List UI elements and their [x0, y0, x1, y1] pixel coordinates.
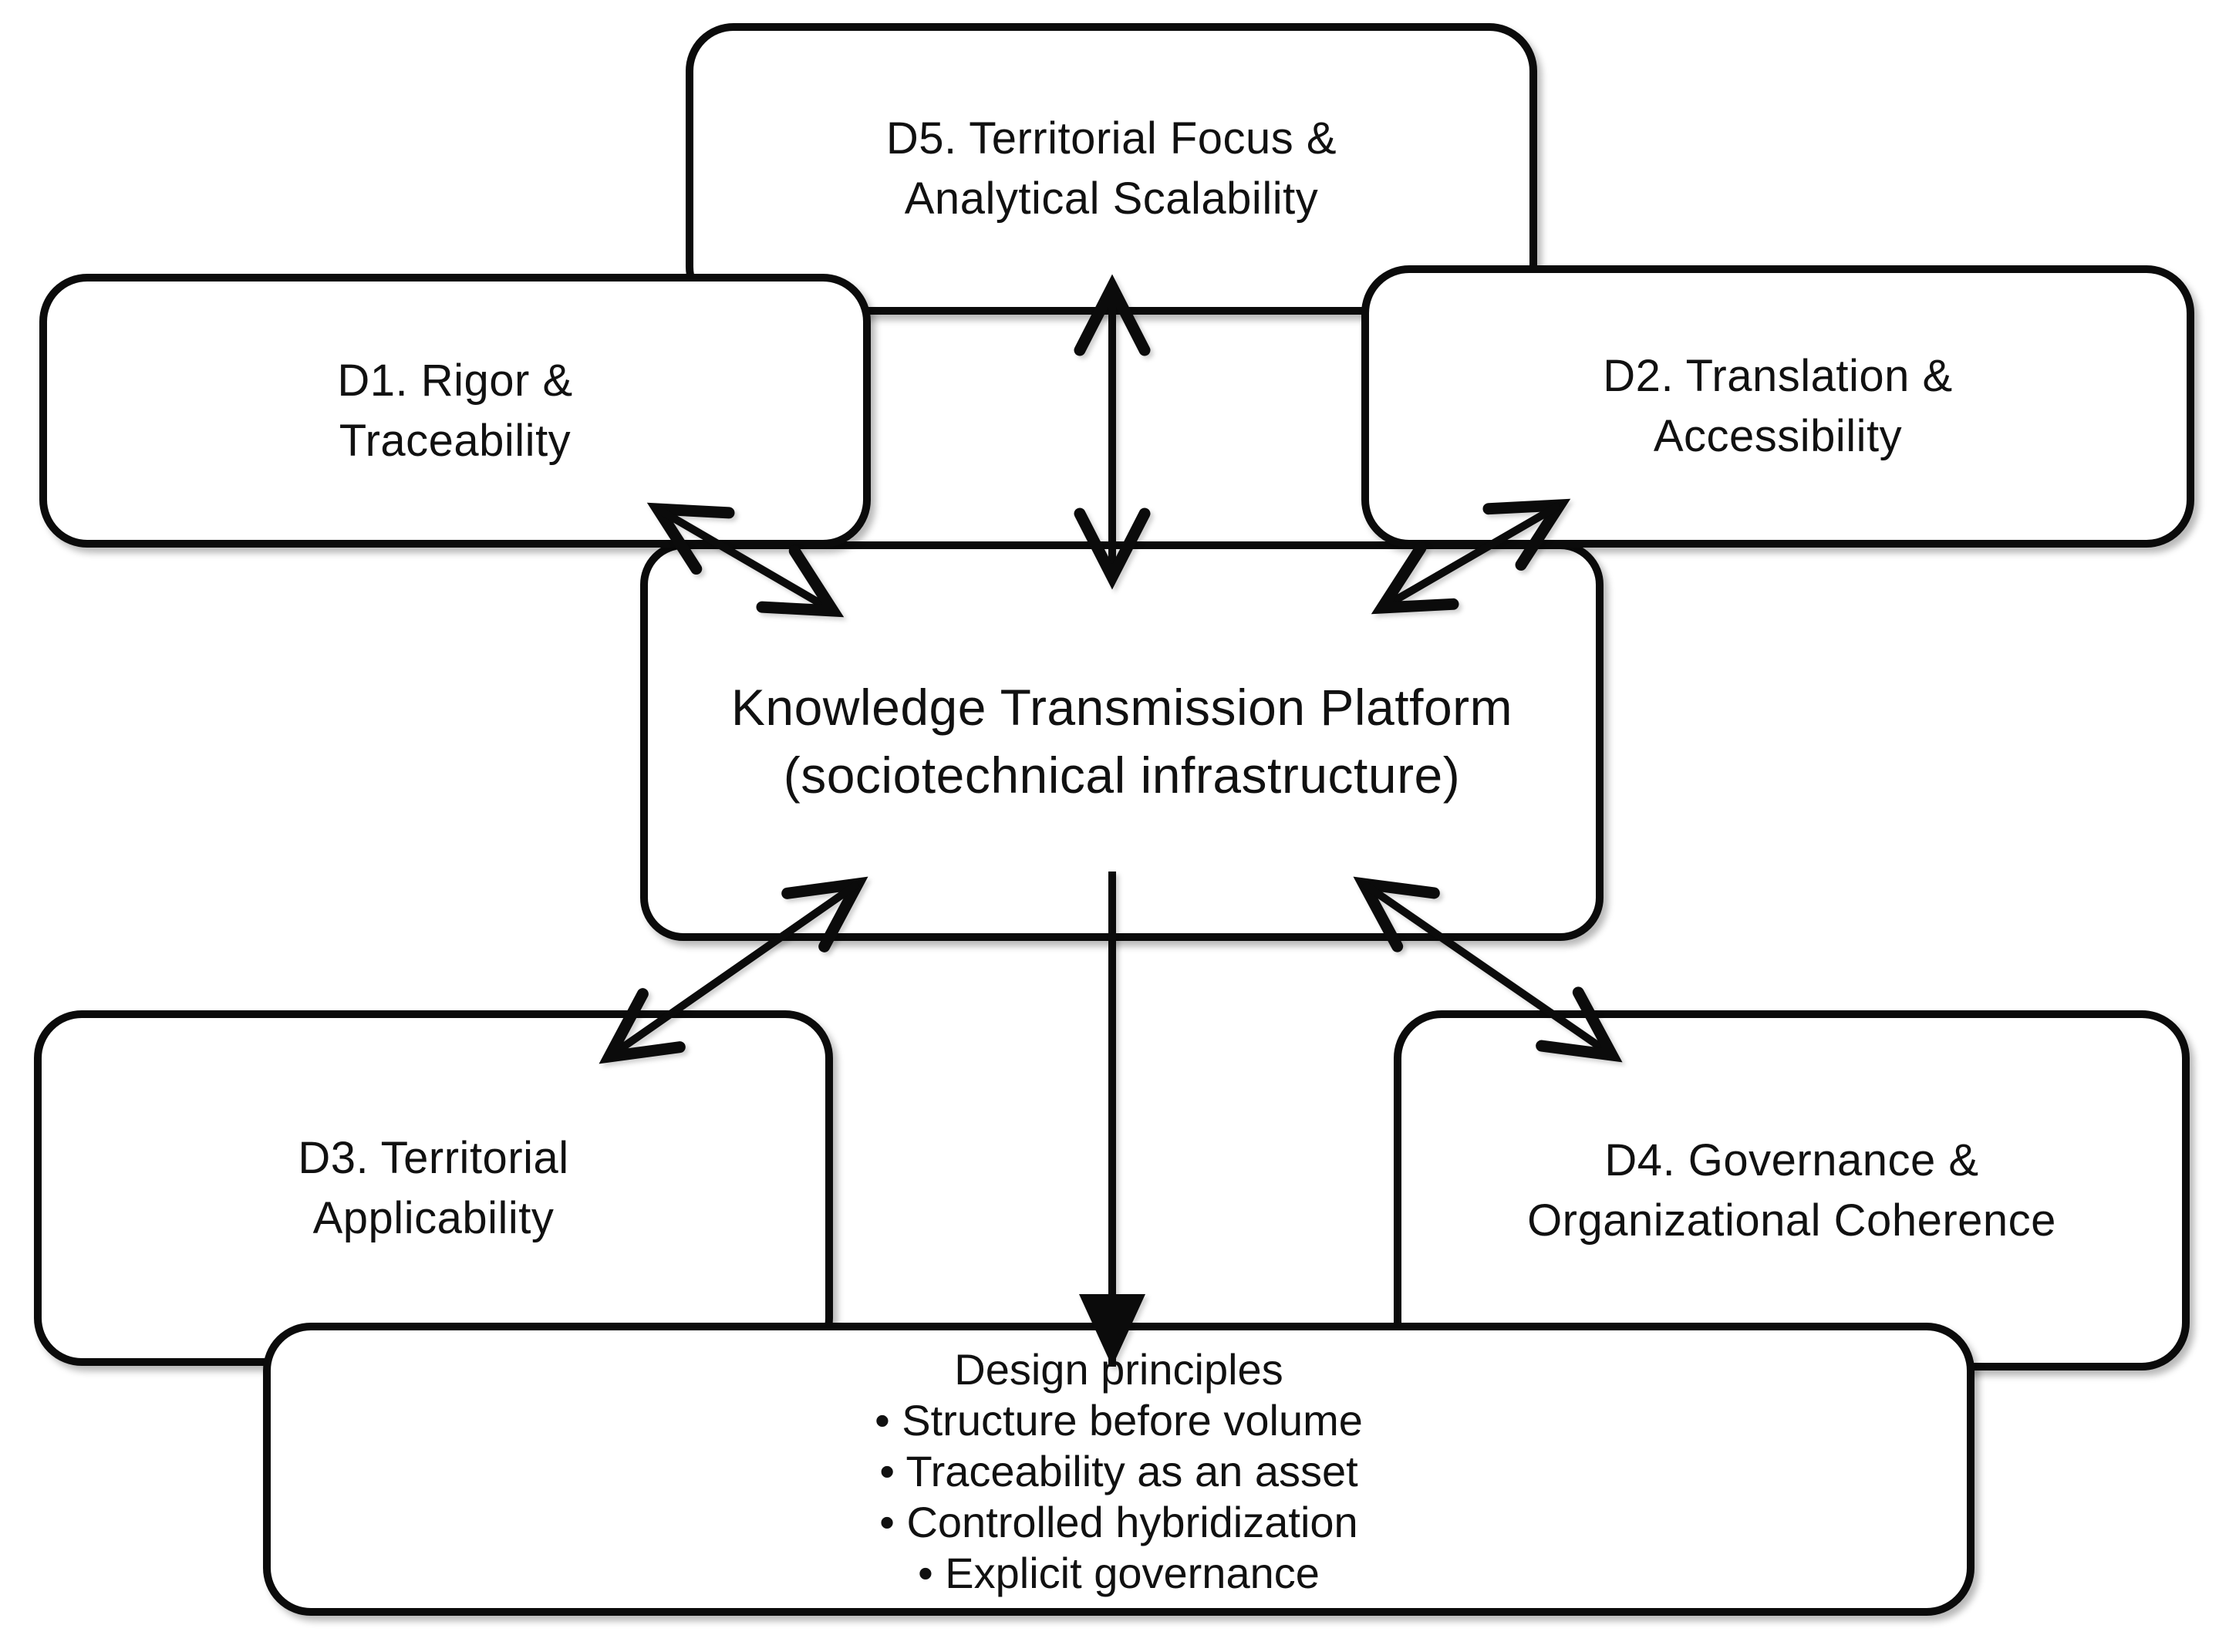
design-principles-list: Design principles • Structure before vol… — [875, 1340, 1363, 1599]
node-d2-label-line1: D2. Translation & — [1603, 351, 1953, 401]
design-principle-item: • Structure before volume — [875, 1396, 1363, 1445]
node-d5-territorial-focus: D5. Territorial Focus & Analytical Scala… — [686, 23, 1537, 315]
node-d1-rigor-traceability: D1. Rigor & Traceability — [39, 274, 871, 548]
node-platform-label: Knowledge Transmission Platform (sociote… — [731, 673, 1512, 809]
node-d1-label-line1: D1. Rigor & — [337, 355, 573, 406]
node-d3-territorial-applicability: D3. Territorial Applicability — [34, 1010, 833, 1366]
node-d2-label: D2. Translation & Accessibility — [1603, 346, 1952, 467]
node-d4-label-line2: Organizational Coherence — [1527, 1195, 2056, 1246]
node-d4-label-line1: D4. Governance & — [1604, 1134, 1979, 1185]
node-d2-label-line2: Accessibility — [1653, 411, 1903, 461]
node-d3-label: D3. Territorial Applicability — [298, 1128, 568, 1249]
node-d3-label-line1: D3. Territorial — [298, 1132, 569, 1183]
node-d1-label-line2: Traceability — [339, 415, 572, 466]
node-d5-label-line1: D5. Territorial Focus & — [885, 113, 1337, 164]
node-knowledge-transmission-platform: Knowledge Transmission Platform (sociote… — [640, 541, 1604, 941]
design-principles-title: Design principles — [954, 1345, 1283, 1394]
node-d4-label: D4. Governance & Organizational Coherenc… — [1527, 1131, 2056, 1251]
node-d5-label-line2: Analytical Scalability — [904, 174, 1319, 224]
node-platform-label-line1: Knowledge Transmission Platform — [730, 679, 1513, 736]
design-principle-item: • Controlled hybridization — [879, 1498, 1358, 1546]
node-d2-translation-accessibility: D2. Translation & Accessibility — [1361, 265, 2194, 548]
design-principle-item: • Explicit governance — [918, 1549, 1320, 1597]
node-d5-label: D5. Territorial Focus & Analytical Scala… — [886, 109, 1337, 229]
node-d3-label-line2: Applicability — [312, 1192, 555, 1243]
design-principle-item: • Traceability as an asset — [879, 1447, 1358, 1495]
node-d4-governance-coherence: D4. Governance & Organizational Coherenc… — [1394, 1010, 2190, 1370]
node-platform-label-line2: (sociotechnical infrastructure) — [783, 747, 1461, 804]
node-d1-label: D1. Rigor & Traceability — [337, 351, 572, 471]
node-design-principles: Design principles • Structure before vol… — [263, 1323, 1975, 1616]
